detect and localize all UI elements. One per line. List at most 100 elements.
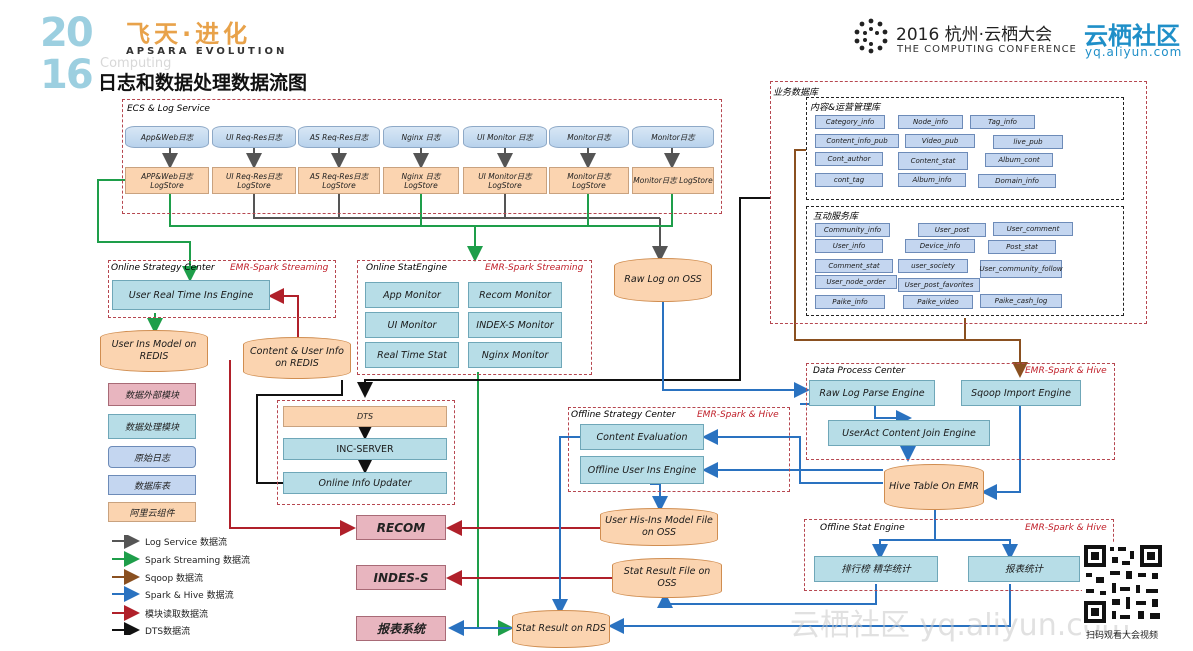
db-table: User_community_follow (979, 260, 1063, 278)
log-source: App&Web日志 (125, 126, 209, 148)
db-table: User_node_order (815, 275, 897, 289)
db-table: Album_info (898, 173, 966, 187)
log-source: UI Monitor 日志 (463, 126, 547, 148)
content-evaluation: Content Evaluation (580, 424, 704, 450)
watermark: 云栖社区 yq.aliyun.com (790, 608, 1131, 643)
db-table: Content_stat (898, 152, 968, 170)
db-table: User_info (815, 239, 883, 253)
stat-item: Real Time Stat (365, 342, 459, 368)
db-table: Tag_info (970, 115, 1035, 129)
legend-line-label: Spark & Hive 数据流 (145, 591, 234, 601)
db-table: Domain_info (978, 174, 1056, 188)
offline-strategy-tag: EMR-Spark & Hive (697, 410, 779, 420)
logstore: AS Req-Res日志 LogStore (298, 167, 380, 194)
logstore: UI Req-Res日志 LogStore (212, 167, 296, 194)
legend-line-label: DTS数据流 (145, 627, 191, 637)
conference-en: THE COMPUTING CONFERENCE (897, 44, 1077, 55)
db-table: Category_info (815, 115, 885, 129)
legend-arrows (112, 535, 140, 635)
db-table: live_pub (993, 135, 1063, 149)
user-realtime-ins-engine: User Real Time Ins Engine (112, 280, 270, 310)
logstore: Nginx 日志 LogStore (383, 167, 459, 194)
conference-name: 2016 杭州·云栖大会 (896, 25, 1053, 45)
legend-line-label: Sqoop 数据流 (145, 574, 204, 584)
business-db-label: 业务数据库 (773, 88, 819, 98)
report-system: 报表系统 (356, 616, 446, 641)
qr-code (1082, 543, 1164, 625)
db-table: Comment_stat (815, 259, 893, 273)
db-table: Post_stat (988, 240, 1056, 254)
hive-table-emr: Hive Table On EMR (884, 464, 984, 510)
brand-name: 云栖社区 (1084, 22, 1180, 50)
db-table: User_post (918, 223, 986, 237)
inc-server: INC-SERVER (283, 438, 447, 460)
legend-line-label: 模块读取数据流 (145, 610, 209, 620)
db-table: Content_info_pub (815, 134, 899, 148)
db-table: User_post_favorites (898, 278, 980, 292)
online-strategy-label: Online Strategy Center (111, 263, 215, 273)
content-db-region (806, 97, 1124, 200)
user-ins-model-redis: User Ins Model on REDIS (100, 330, 208, 372)
online-strategy-tag: EMR-Spark Streaming (230, 263, 329, 273)
stat-item: Recom Monitor (468, 282, 562, 308)
event-logo: 20 16 飞天·进化 APSARA EVOLUTION Computing (40, 10, 290, 98)
offline-strategy-region (568, 407, 790, 492)
dts-region (277, 400, 455, 505)
indes-s-system: INDES-S (356, 565, 446, 590)
page-title: 日志和数据处理数据流图 (98, 72, 308, 94)
interaction-db-label: 互动服务库 (813, 212, 859, 222)
db-table: Video_pub (905, 134, 975, 148)
stat-item: INDEX-S Monitor (468, 312, 562, 338)
legend-box: 数据处理模块 (108, 414, 196, 439)
qr-caption: 扫码观看大会视频 (1086, 631, 1159, 641)
online-info-updater: Online Info Updater (283, 472, 447, 494)
logo-year-top: 20 (40, 10, 94, 56)
legend-line-label: Spark Streaming 数据流 (145, 556, 251, 566)
db-table: Paike_video (903, 295, 973, 309)
db-table: user_society (898, 259, 968, 273)
raw-log-parse-engine: Raw Log Parse Engine (809, 380, 935, 406)
logo-year-bottom: 16 (40, 52, 94, 98)
conference-logo-icon (852, 17, 890, 55)
business-db-region (770, 81, 1147, 324)
offline-stat-tag: EMR-Spark & Hive (1025, 523, 1107, 533)
logstore: Monitor日志 LogStore (549, 167, 629, 194)
report-stat: 报表统计 (968, 556, 1080, 582)
db-table: Node_info (898, 115, 963, 129)
log-source: UI Req-Res日志 (212, 126, 296, 148)
db-table: Paike_info (815, 295, 885, 309)
dts-node: DTS (283, 406, 447, 427)
logo-en: APSARA EVOLUTION (126, 46, 288, 57)
legend-box: 原始日志 (108, 446, 196, 468)
db-table: User_comment (993, 222, 1073, 236)
stat-item: Nginx Monitor (468, 342, 562, 368)
online-stat-region (357, 260, 592, 375)
log-source: AS Req-Res日志 (298, 126, 380, 148)
ecs-region-label: ECS & Log Service (127, 104, 210, 114)
raw-log-oss: Raw Log on OSS (614, 258, 712, 302)
data-process-tag: EMR-Spark & Hive (1025, 366, 1107, 376)
logo-cn: 飞天·进化 (126, 20, 252, 48)
logstore: APP&Web日志 LogStore (125, 167, 209, 194)
ecs-log-service-region (122, 99, 722, 214)
legend-box: 阿里云组件 (108, 502, 196, 522)
log-source: Monitor日志 (632, 126, 714, 148)
content-user-info-redis: Content & User Info on REDIS (243, 337, 351, 379)
legend-box: 数据库表 (108, 475, 196, 495)
data-process-label: Data Process Center (813, 366, 905, 376)
online-stat-label: Online StatEngine (366, 263, 448, 273)
log-source: Nginx 日志 (383, 126, 459, 148)
stat-item: UI Monitor (365, 312, 459, 338)
data-process-region (806, 363, 1115, 460)
interaction-db-region (806, 206, 1124, 316)
rank-stat: 排行榜 精华统计 (814, 556, 938, 582)
db-table: Device_info (905, 239, 975, 253)
db-table: Community_info (815, 223, 890, 237)
stat-item: App Monitor (365, 282, 459, 308)
online-stat-tag: EMR-Spark Streaming (485, 263, 584, 273)
db-table: Cont_author (815, 152, 883, 166)
sqoop-import-engine: Sqoop Import Engine (961, 380, 1081, 406)
log-source: Monitor日志 (549, 126, 629, 148)
recom-system: RECOM (356, 515, 446, 540)
